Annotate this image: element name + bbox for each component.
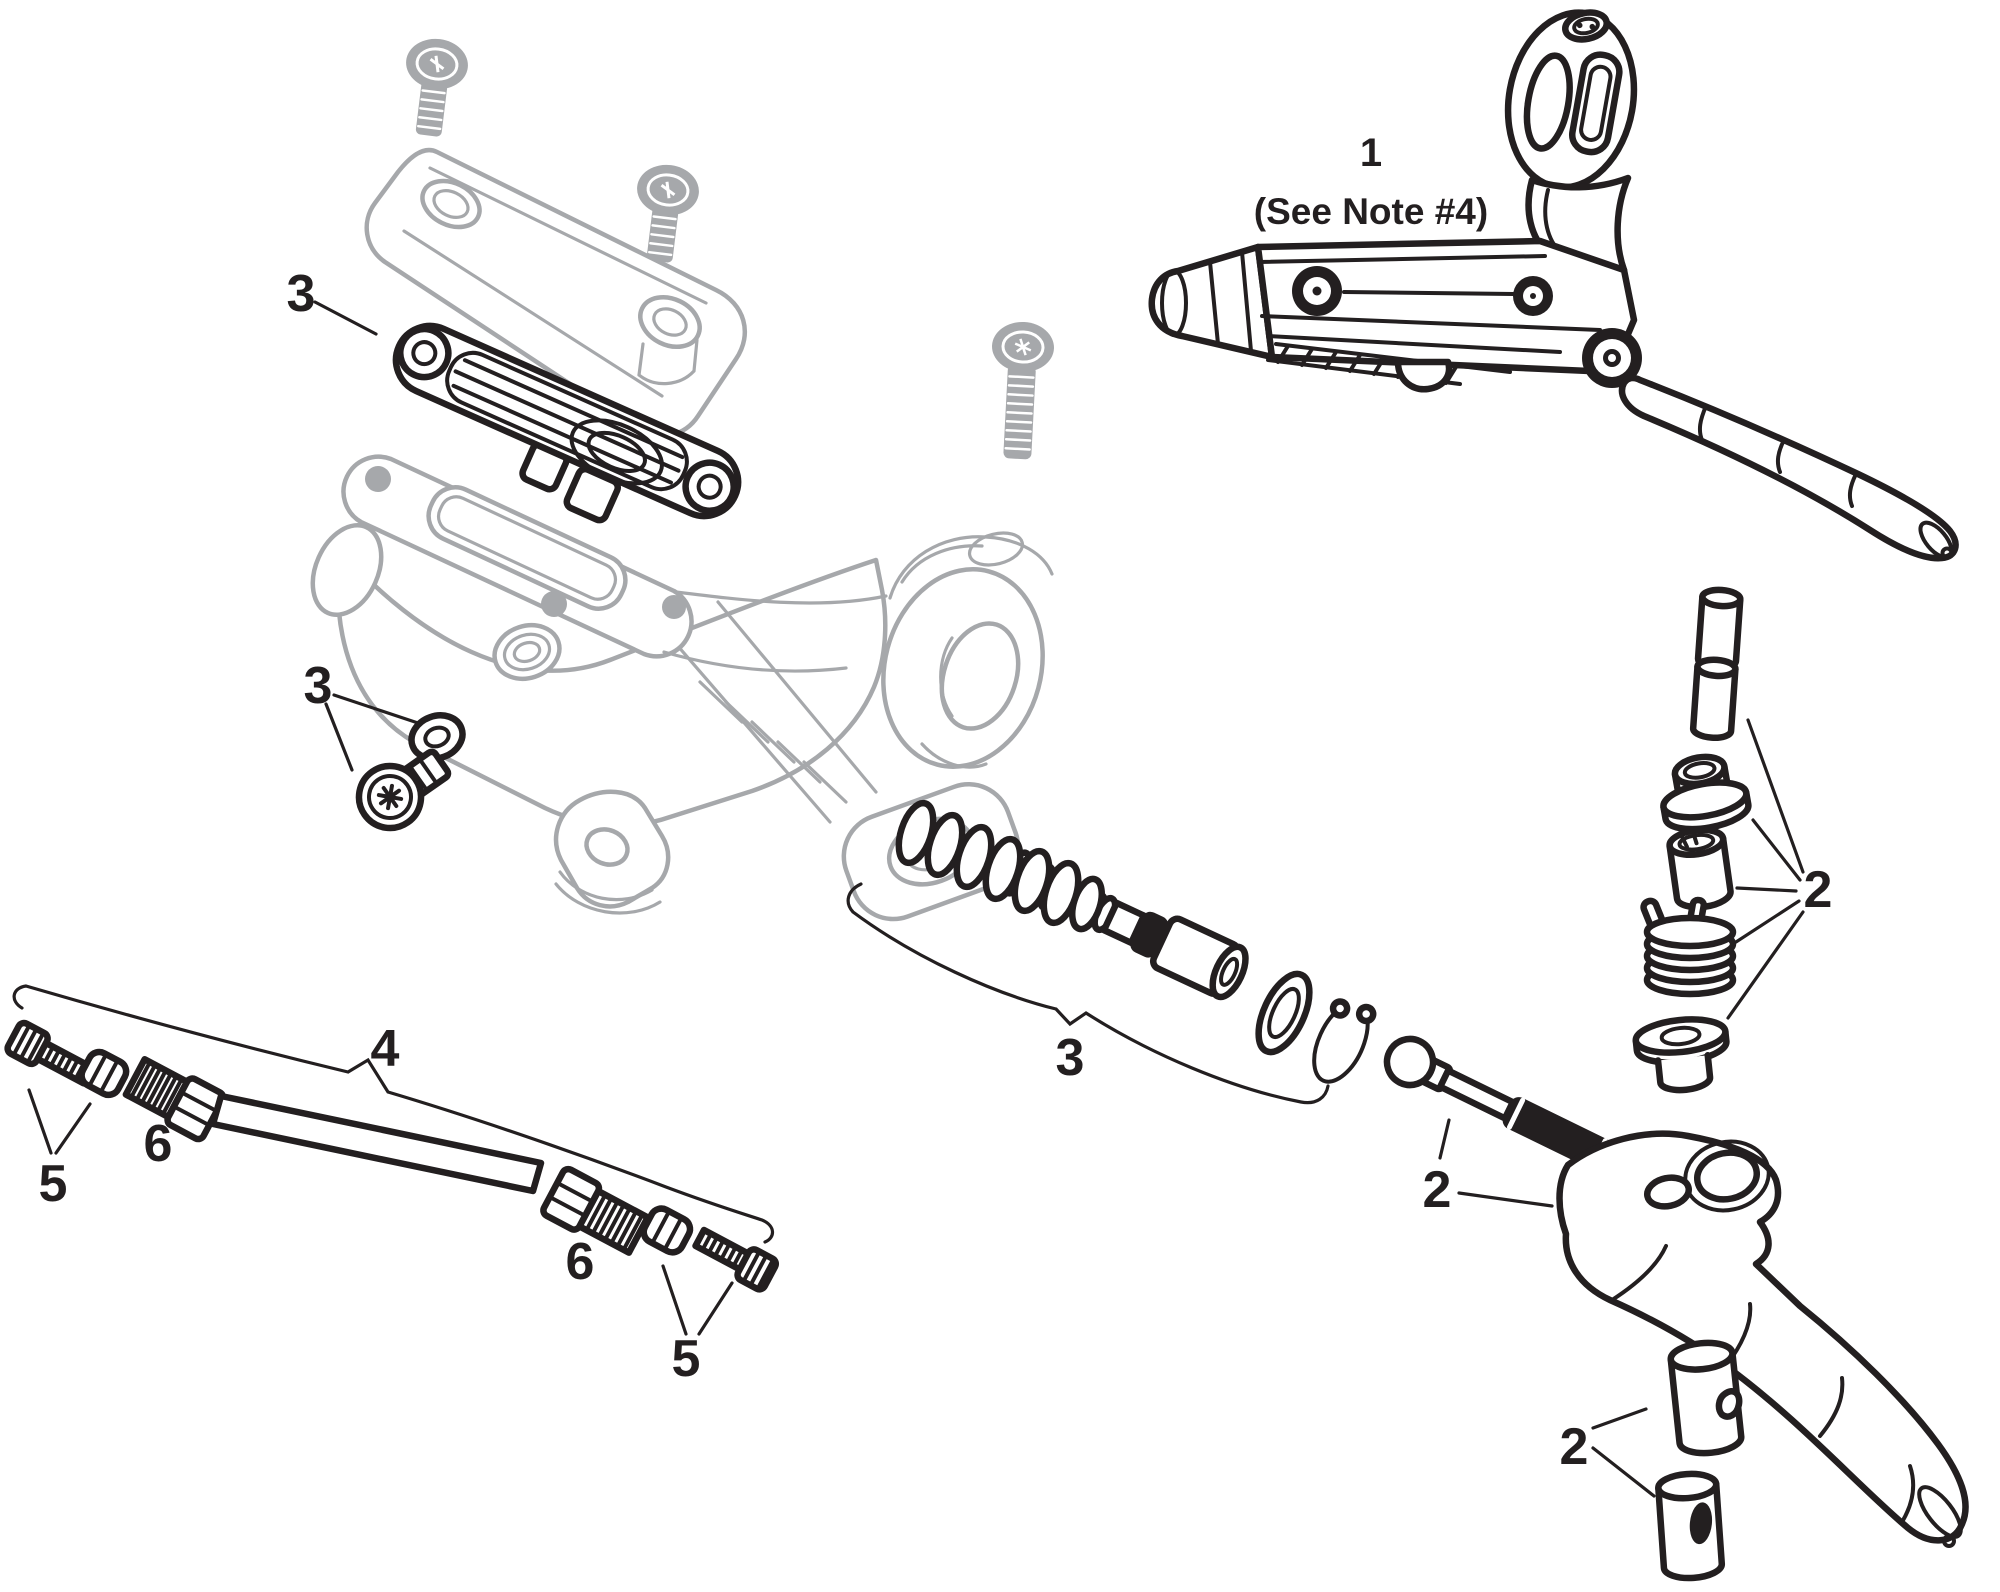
callout-assembled-note: (See Note #4) — [1254, 191, 1488, 232]
callout-nut-right: 6 — [566, 1233, 595, 1291]
hose-barb-right — [692, 1226, 780, 1293]
leader-barb-right — [697, 1281, 734, 1336]
callout-rollers: 2 — [1560, 1418, 1589, 1476]
blade-roller-top — [1667, 1339, 1745, 1457]
leader-roller-top — [1591, 1407, 1648, 1430]
callout-assembled-lever: 1 — [1360, 131, 1382, 175]
leader-bleed-screw — [324, 702, 354, 772]
leader-barb-left — [27, 1088, 53, 1155]
leader-olive-left — [54, 1102, 92, 1155]
cover-screw-right — [637, 164, 699, 263]
compression-nut-left — [122, 1055, 227, 1143]
flanged-cup-part — [1632, 1016, 1730, 1094]
leader-return-spring — [1734, 899, 1801, 944]
leader-lever-blade — [1457, 1191, 1554, 1208]
clamp-bolt-screw — [992, 321, 1054, 460]
brace-piston-kit — [846, 882, 1330, 1105]
leader-diaphragm — [313, 300, 378, 336]
hose-olive-right — [640, 1205, 694, 1256]
blade-roller-bottom — [1655, 1470, 1726, 1582]
split-bushing-part — [1666, 826, 1734, 911]
callout-fitting-left: 5 — [39, 1155, 68, 1213]
compression-nut-right — [540, 1165, 651, 1256]
flanged-bushing-part — [1660, 753, 1752, 833]
callout-pivot-kit: 2 — [1804, 861, 1833, 919]
hose-tube — [209, 1092, 545, 1195]
leader-roller-bottom — [1591, 1446, 1656, 1498]
reservoir-cover — [364, 147, 747, 439]
leader-pivot-pin — [1746, 718, 1805, 874]
lever-return-spring-part — [1640, 896, 1737, 998]
leader-split-bushing — [1735, 886, 1798, 893]
bleed-screw-part — [355, 712, 466, 832]
leader-flanged-bushing — [1751, 818, 1802, 882]
piston-washer-part — [1255, 970, 1313, 1056]
piston-circlip-part — [1312, 998, 1377, 1084]
leader-flanged-cup — [1726, 910, 1805, 1020]
pivot-pin-part — [1689, 586, 1744, 742]
callout-piston-kit: 3 — [1056, 1029, 1085, 1087]
cover-screw-left — [406, 38, 468, 137]
leader-olive-right — [661, 1264, 688, 1336]
lever-blade-part — [1556, 1130, 1969, 1548]
leader-push-rod — [1438, 1118, 1451, 1160]
callout-nut-left: 6 — [144, 1115, 173, 1173]
piston-spring-part — [895, 799, 1105, 933]
reservoir-diaphragm-part — [392, 322, 742, 524]
assembled-lever — [1148, 9, 1959, 562]
callout-hose: 4 — [371, 1020, 400, 1078]
hose-olive-left — [78, 1048, 130, 1099]
brace-hose — [12, 984, 775, 1244]
callout-diaphragm: 3 — [287, 265, 316, 323]
callout-fitting-right: 5 — [672, 1330, 701, 1388]
callout-push-rod: 2 — [1423, 1161, 1452, 1219]
body-bar-clamp-ghost — [881, 531, 1054, 769]
callout-bleed: 3 — [304, 657, 333, 715]
leader-bleed-oring — [332, 693, 420, 725]
